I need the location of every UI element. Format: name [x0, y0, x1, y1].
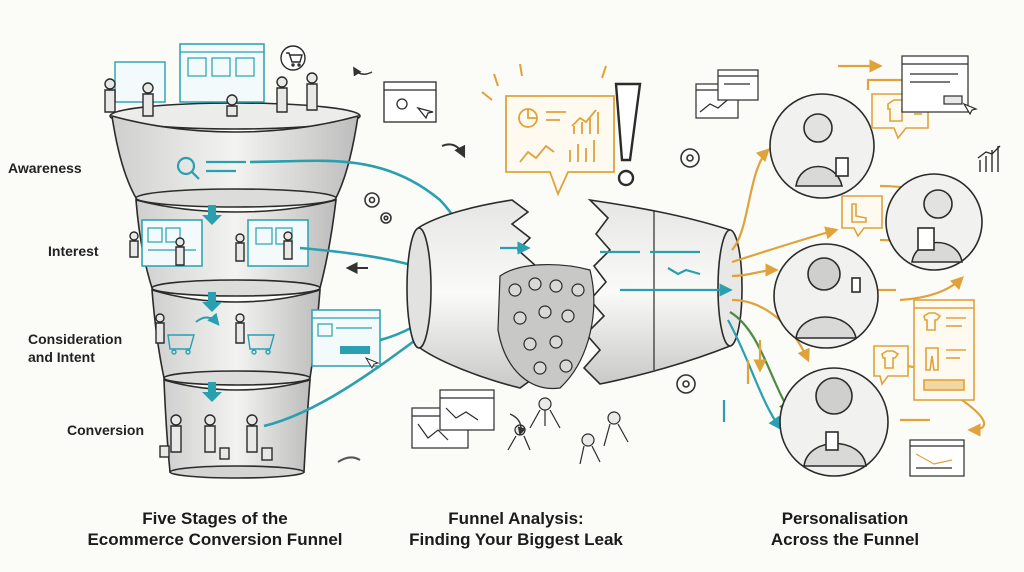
stage-label-interest: Interest: [48, 243, 99, 259]
caption-funnel-analysis: Funnel Analysis: Finding Your Biggest Le…: [396, 508, 636, 550]
exclamation-icon: [614, 82, 642, 187]
persona-shopper: [779, 367, 889, 477]
settings-window: [383, 81, 437, 123]
caption-funnel-stages-line1: Five Stages of the: [142, 509, 288, 528]
caption-funnel-analysis-line1: Funnel Analysis:: [448, 509, 584, 528]
shopping-bags-icon: [159, 414, 273, 461]
stage-label-conversion: Conversion: [67, 422, 145, 438]
recommendation-windows: [901, 55, 978, 477]
caption-personalisation-line2: Across the Funnel: [770, 530, 920, 549]
caption-personalisation-line1: Personalisation: [781, 509, 909, 528]
broken-chart-window: [411, 389, 495, 449]
pants-icon: [913, 299, 975, 401]
caption-funnel-stages: Five Stages of the Ecommerce Conversion …: [60, 508, 370, 550]
pipe-flow-arrows: [500, 241, 733, 297]
browsing-people-icon: [129, 219, 309, 267]
alert-sparks: [481, 63, 607, 101]
magnifier-icon: [176, 156, 246, 180]
trend-window: [695, 69, 759, 119]
persona-clipboard-user: [885, 173, 983, 271]
cart-icon: [280, 45, 306, 71]
crowd-top: [104, 43, 318, 117]
caption-funnel-analysis-line2: Finding Your Biggest Leak: [409, 530, 623, 549]
caption-funnel-stages-line2: Ecommerce Conversion Funnel: [87, 530, 343, 549]
persona-phone-user: [773, 243, 879, 349]
conversion-funnel: [109, 102, 361, 479]
analytics-dashboard-icon: [505, 95, 615, 197]
stage-arrows: [202, 205, 222, 402]
shopping-cart-icon: [155, 313, 275, 355]
growth-chart-icon: [977, 145, 1001, 172]
gear-icon: [364, 148, 700, 394]
leaking-crowd: [497, 264, 629, 465]
stage-label-consideration: Consideration and Intent: [28, 331, 123, 365]
persona-tablet-user: [769, 93, 875, 199]
boot-icon: [841, 195, 883, 238]
caption-personalisation: Personalisation Across the Funnel: [730, 508, 960, 550]
product-window: [311, 309, 381, 370]
stage-label-awareness: Awareness: [8, 160, 82, 176]
